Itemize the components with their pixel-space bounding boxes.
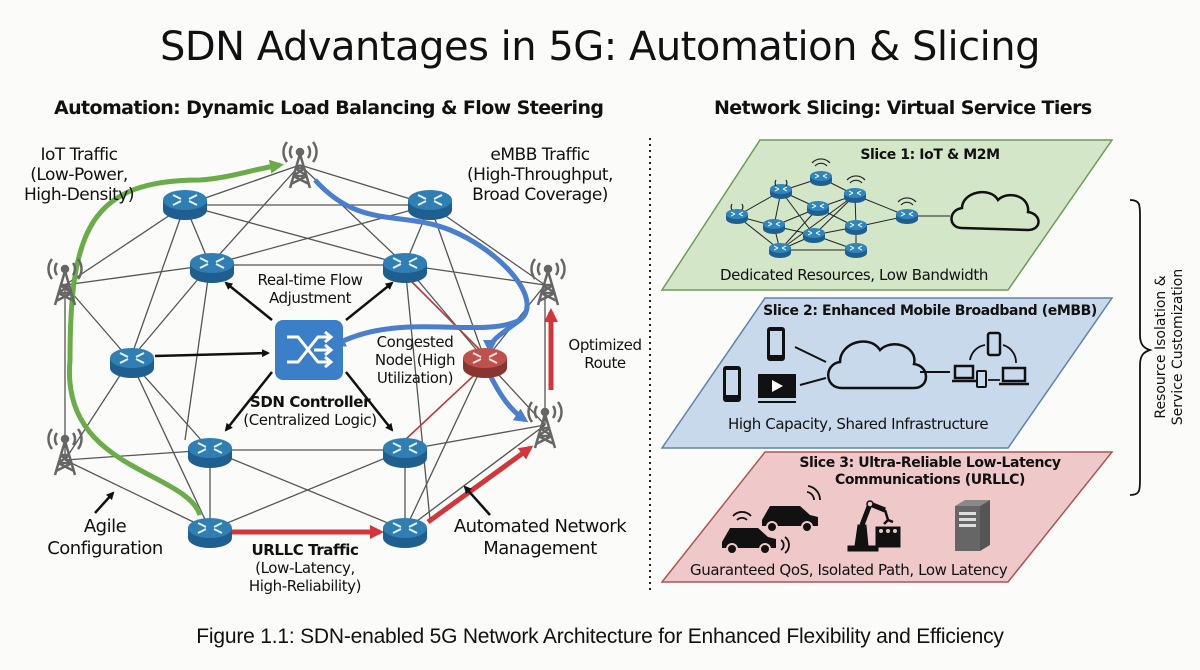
- figure-caption: Figure 1.1: SDN-enabled 5G Network Archi…: [196, 625, 1004, 648]
- slice-1-title: Slice 1: IoT & M2M: [860, 147, 1000, 163]
- router-icon: [382, 437, 428, 469]
- wifi-icons: [730, 158, 917, 211]
- automation-heading: Automation: Dynamic Load Balancing & Flo…: [54, 97, 604, 119]
- slicing-heading: Network Slicing: Virtual Service Tiers: [714, 97, 1092, 119]
- router-icon: [407, 189, 453, 221]
- resource-isolation-label: Resource Isolation &Service Customizatio…: [1153, 268, 1186, 426]
- embb-traffic-label: eMBB Traffic(High-Throughput,Broad Cover…: [467, 145, 613, 205]
- congested-links: [404, 274, 486, 441]
- figure-title: SDN Advantages in 5G: Automation & Slici…: [159, 24, 1041, 70]
- router-icon: [162, 189, 208, 221]
- cloud-icon: [950, 190, 1040, 232]
- slice-2-title: Slice 2: Enhanced Mobile Broadband (eMBB…: [763, 303, 1097, 319]
- embb-flow-to-node: [483, 317, 522, 354]
- congested-router-icon: [462, 347, 508, 379]
- server-icon: [955, 500, 990, 551]
- slice2-devices: [723, 327, 1029, 403]
- cell-tower-icon: [530, 257, 566, 307]
- embb-flow-to-controller: [313, 178, 530, 348]
- router-icon: [382, 517, 428, 549]
- controller-arrows: [94, 281, 491, 516]
- sdn-controller-icon: [275, 320, 343, 380]
- network-links: [64, 164, 546, 531]
- router-icon: [109, 347, 155, 379]
- car-icon: [762, 485, 821, 533]
- router-icon: [382, 252, 428, 284]
- robot-arm-icon: [847, 500, 901, 552]
- iot-traffic-label: IoT Traffic(Low-Power,High-Density): [24, 145, 134, 205]
- router-icon: [187, 437, 233, 469]
- urllc-traffic-label: URLLC Traffic(Low-Latency,High-Reliabili…: [248, 541, 362, 595]
- slice3-icons: [722, 485, 990, 555]
- car-icon: [722, 511, 790, 555]
- urllc-optimized-arrow: [426, 445, 534, 525]
- bracket: [1129, 199, 1153, 496]
- sdn-controller-label: SDN Controller(Centralized Logic): [243, 393, 377, 429]
- slice-2-desc: High Capacity, Shared Infrastructure: [728, 415, 989, 433]
- slice-1-desc: Dedicated Resources, Low Bandwidth: [720, 266, 989, 284]
- slice-3-desc: Guaranteed QoS, Isolated Path, Low Laten…: [690, 561, 1008, 579]
- router-icon: [189, 252, 235, 284]
- iot-flow-arrow: [67, 159, 284, 516]
- router-icon: [187, 517, 233, 549]
- embb-flow-to-tower: [487, 373, 529, 423]
